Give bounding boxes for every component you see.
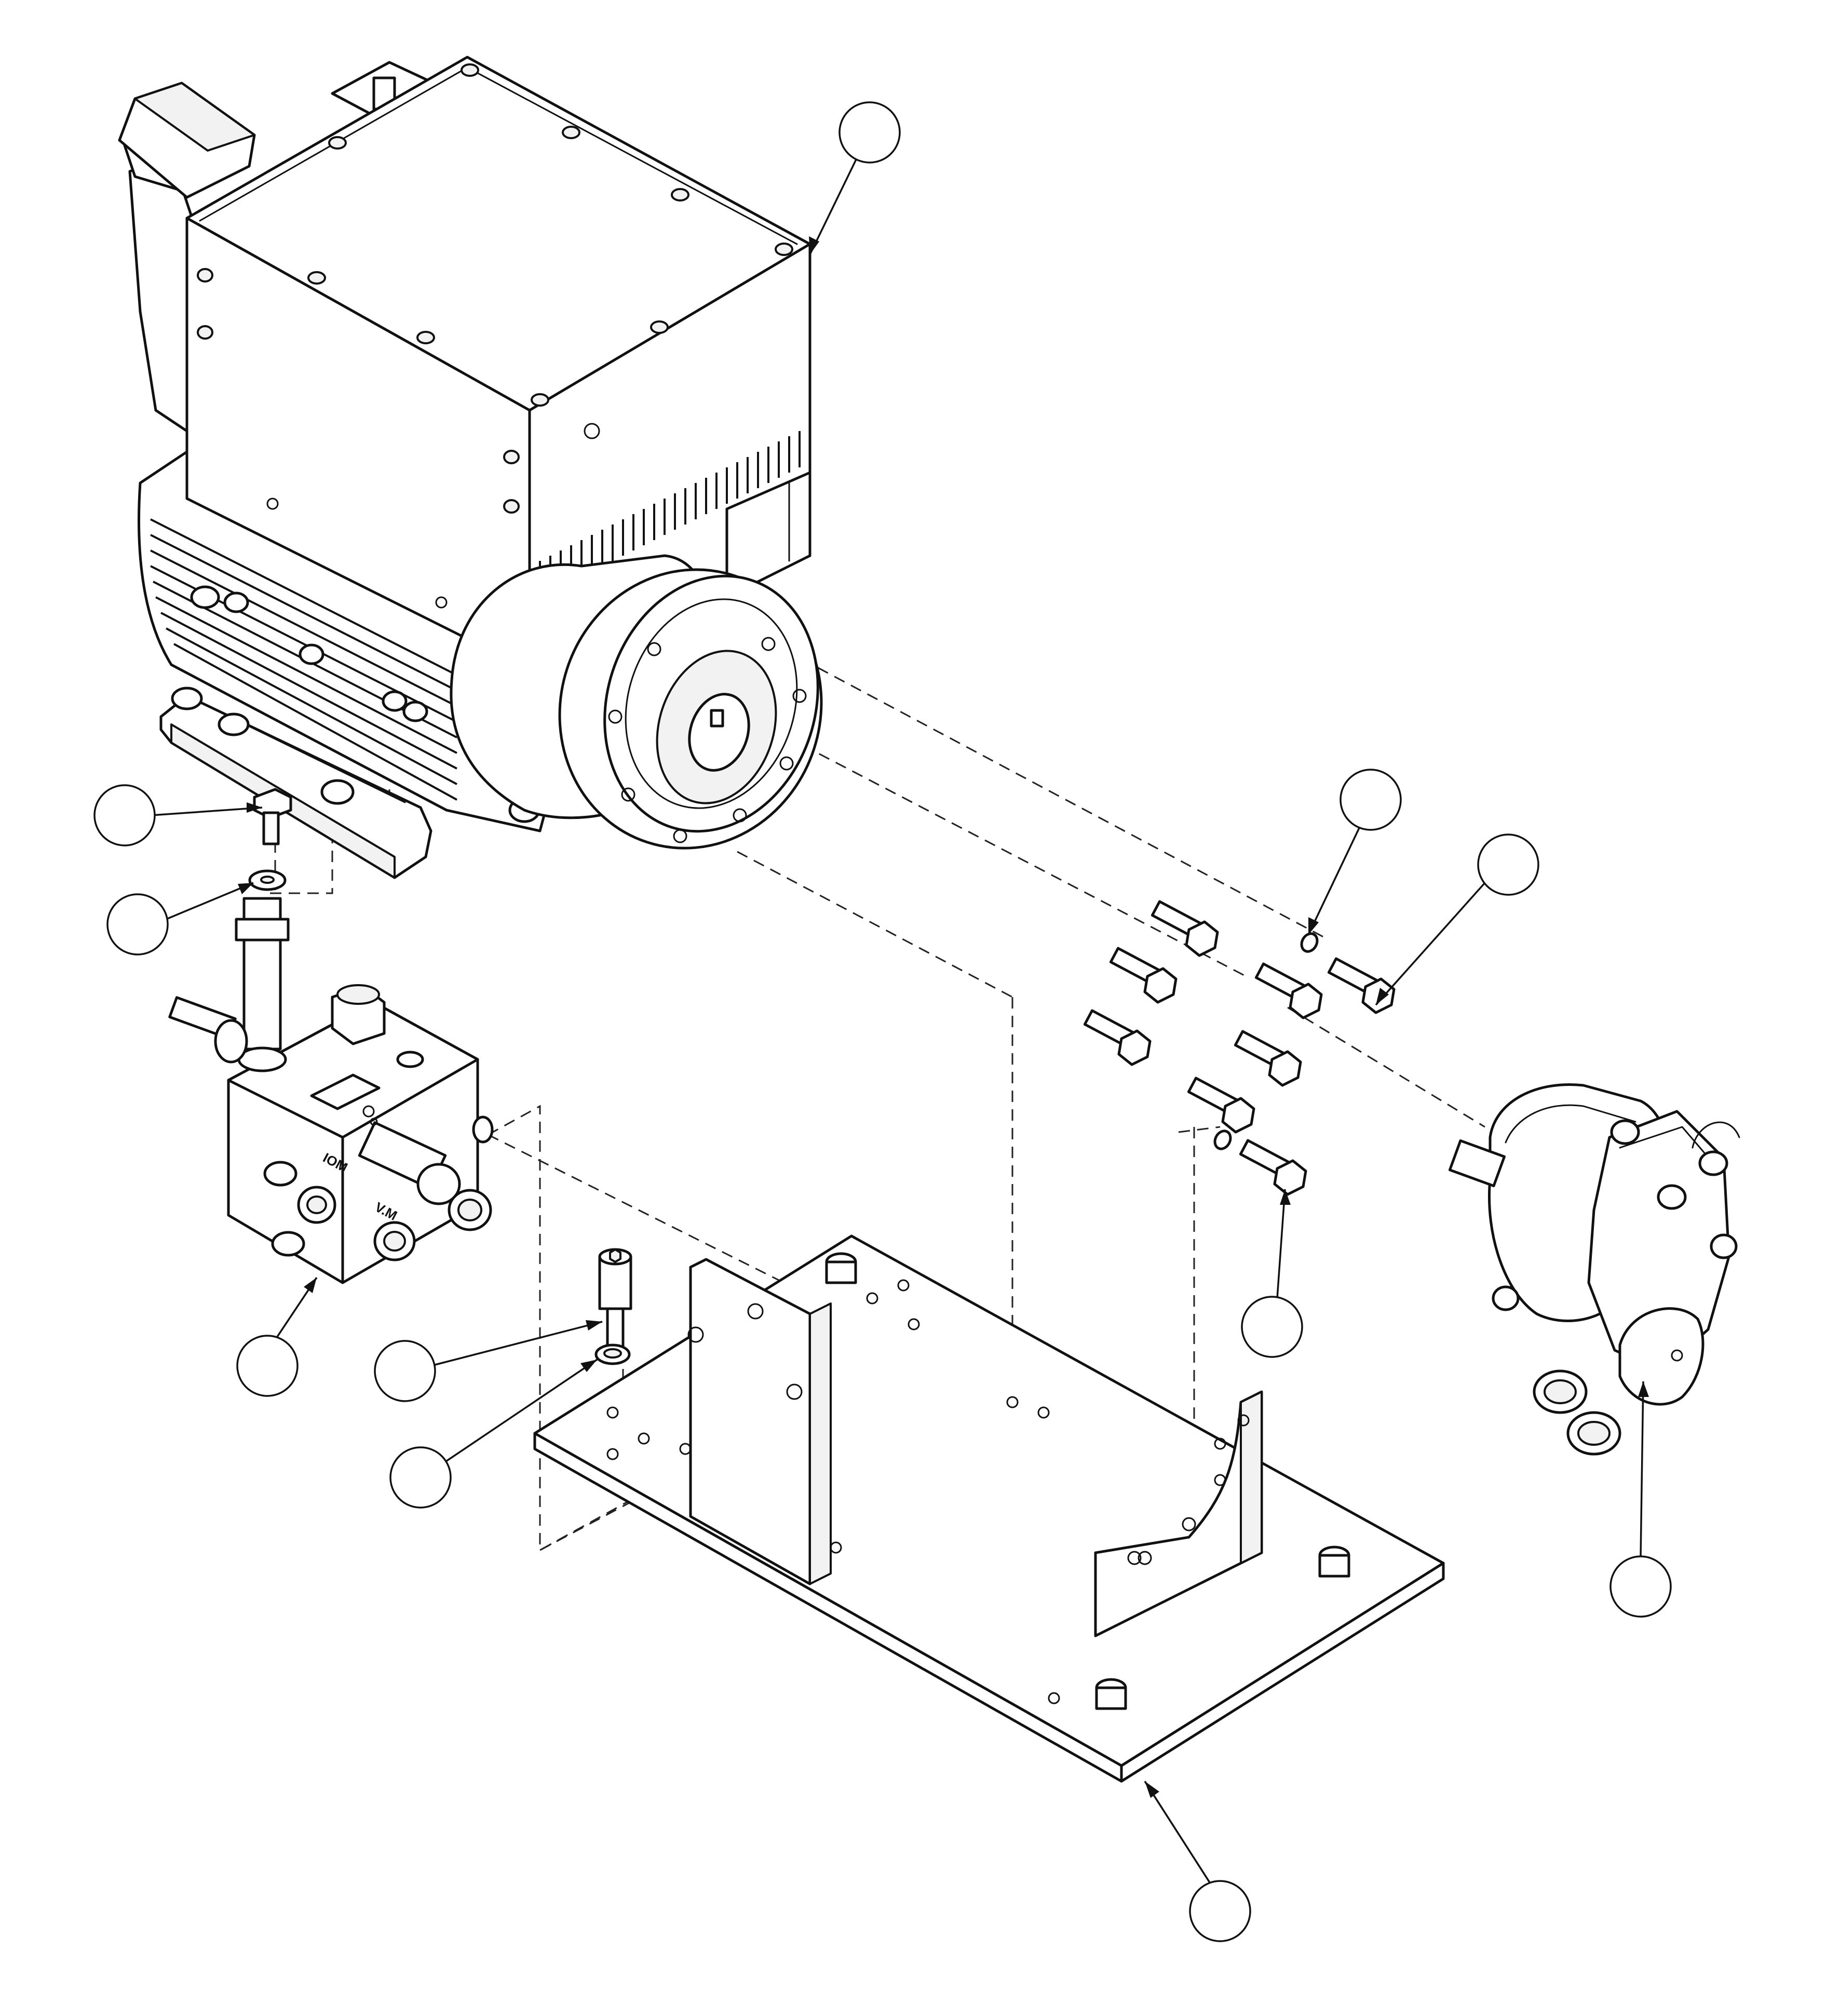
balloon-base-plate[interactable] (1189, 1880, 1251, 1942)
electric-motor-assembly (118, 56, 823, 879)
mount-washer (248, 869, 287, 891)
balloon-valve-block[interactable] (236, 1335, 299, 1397)
balloon-flange-bolt[interactable] (1477, 834, 1539, 896)
callout-leaders (150, 158, 1649, 1883)
valve-port-fittings (263, 1105, 494, 1261)
base-plate (533, 1234, 1445, 1783)
balloon-mount-bolt[interactable] (93, 784, 156, 846)
hydraulic-pump (1448, 1083, 1740, 1456)
drive-coupling-flange (558, 568, 823, 850)
balloon-motor-housing[interactable] (838, 101, 901, 164)
balloon-mount-washer[interactable] (106, 893, 169, 956)
callout-balloons (93, 101, 1672, 1942)
balloon-hydraulic-pump[interactable] (1609, 1555, 1672, 1618)
balloon-cap-washer[interactable] (389, 1446, 452, 1509)
hydraulic-valve-block: IOM V.M (168, 897, 494, 1284)
mount-bolt (253, 788, 292, 845)
balloon-lower-bolt[interactable] (1241, 1296, 1303, 1358)
base-plate-holes (606, 1279, 1250, 1704)
balloon-flange-washer[interactable] (1340, 769, 1402, 831)
balloon-cap-screw[interactable] (374, 1340, 436, 1402)
socket-cap-screw (598, 1248, 632, 1352)
base-plate-standoffs (825, 1252, 1350, 1710)
flange-bolts (1083, 900, 1396, 1196)
cap-screw-washer (594, 1343, 631, 1365)
housing-cover-screws (197, 63, 793, 609)
